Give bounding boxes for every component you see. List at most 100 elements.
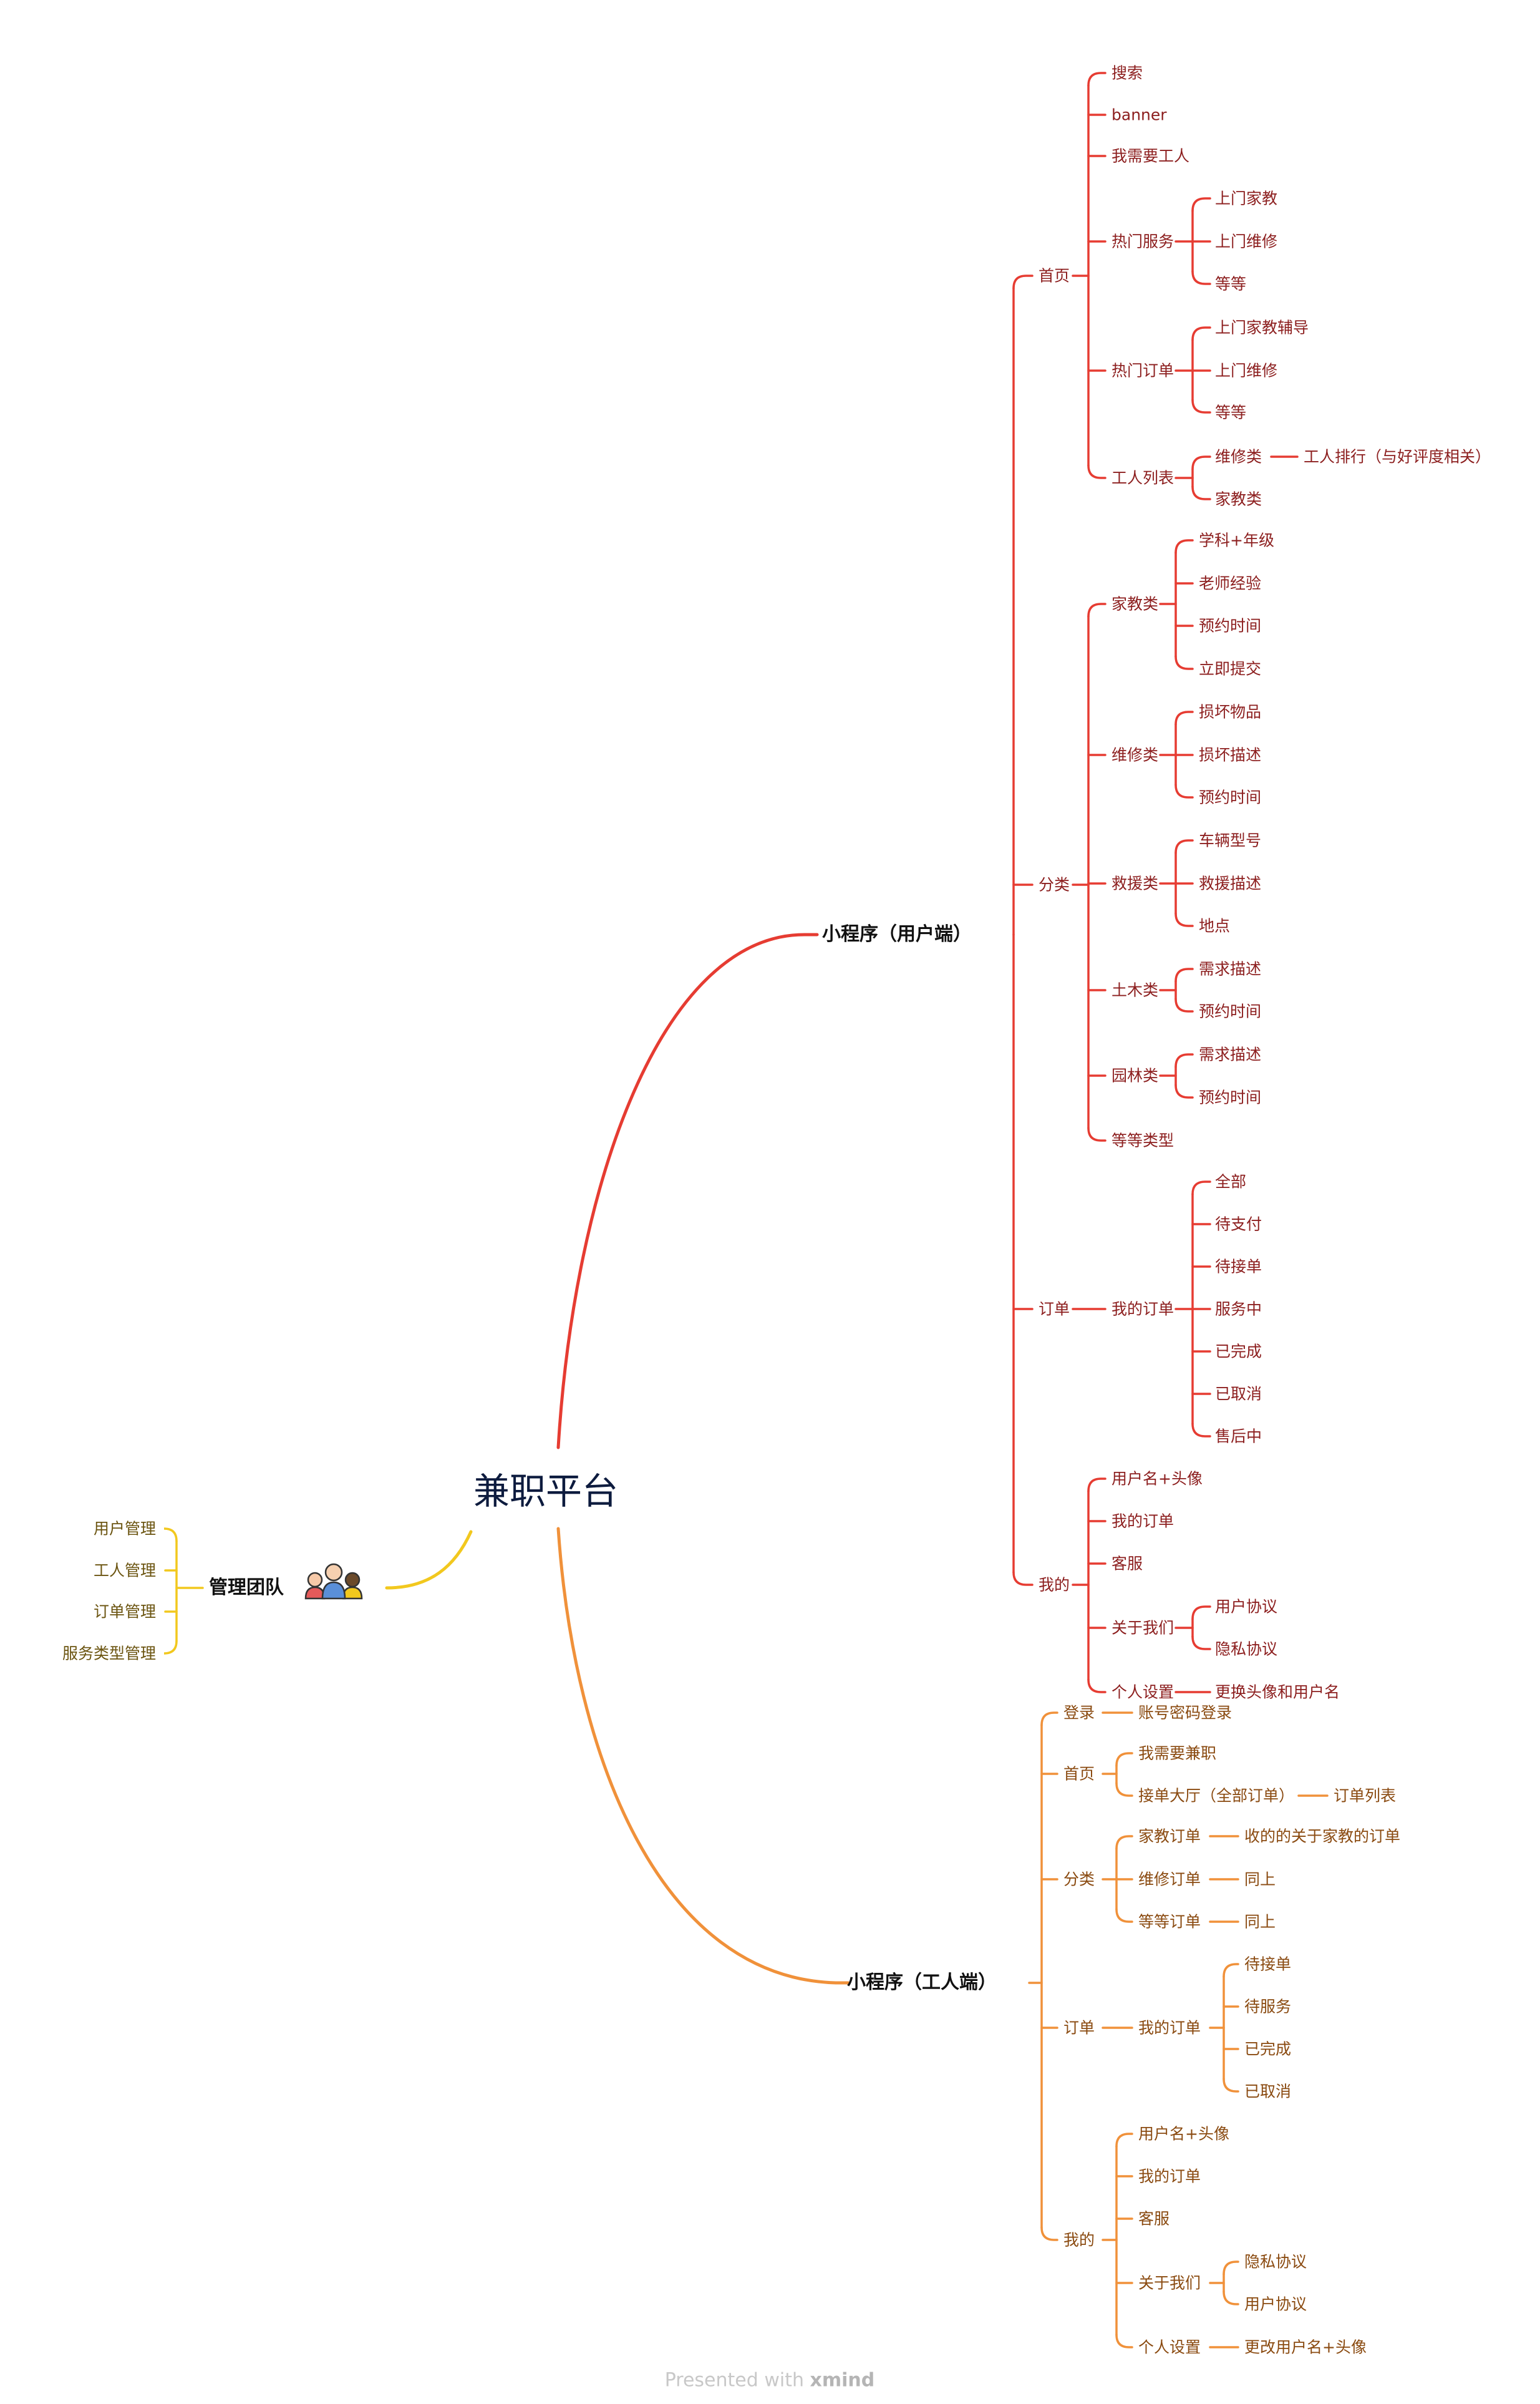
category-tutor: 家教类 [1111,595,1159,613]
branch-link [1191,1180,1211,1195]
login-detail: 账号密码登录 [1138,1703,1232,1722]
worker-order-status: 待接单 [1244,1955,1292,1973]
branch-link [1115,1752,1133,1767]
mine-username-avatar: 用户名+头像 [1111,1469,1203,1488]
hot-service-item: 等等 [1215,275,1247,293]
civil-field: 需求描述 [1199,960,1262,978]
mine-about: 关于我们 [1111,1618,1174,1637]
home-search: 搜索 [1111,64,1143,82]
home-banner: banner [1111,105,1167,124]
branch-link [1040,1711,1058,1726]
branch-user-app: 小程序（用户端） [822,923,972,945]
branch-link [1087,464,1107,479]
branch-link [1115,2133,1133,2148]
branch-link [1191,455,1211,470]
worker-order-status: 待服务 [1244,1997,1292,2016]
worker-my-orders: 我的订单 [1138,2018,1201,2037]
branch-link [1223,2078,1239,2093]
tutor-field: 立即提交 [1199,659,1262,678]
branch-link [163,1640,178,1655]
footer-prefix: Presented with [664,2369,804,2392]
root-topic: 兼职平台 [473,1470,619,1512]
tutor-field: 预约时间 [1199,616,1262,635]
user-home: 首页 [1039,266,1070,285]
rescue-field: 车辆型号 [1199,831,1262,850]
category-repair: 维修类 [1111,746,1159,764]
worker-category-item: 家教订单 [1138,1827,1201,1846]
hot-service-item: 上门维修 [1215,232,1278,251]
worker-home: 首页 [1063,1764,1095,1783]
garden-field: 预约时间 [1199,1088,1262,1107]
tutor-field: 学科+年级 [1199,531,1274,550]
branch-link [1191,1635,1211,1650]
branch-link [1040,2226,1058,2241]
branch-link [1191,270,1211,285]
branch-link [1087,603,1107,618]
worker-category-detail: 收的的关于家教的订单 [1244,1827,1401,1846]
admin-item: 用户管理 [93,1519,156,1538]
worker-category-item: 维修订单 [1138,1870,1201,1889]
branch-link [1087,72,1107,87]
branch-link [1223,1963,1239,1978]
hot-service-item: 上门家教 [1215,189,1278,208]
about-item: 隐私协议 [1215,1640,1278,1658]
order-status-tab: 待接单 [1215,1257,1262,1276]
branch-link [1223,2290,1239,2305]
mine-settings: 个人设置 [1111,1683,1174,1701]
home-hot-orders: 热门订单 [1111,361,1174,380]
garden-field: 需求描述 [1199,1045,1262,1064]
user-mine: 我的 [1039,1575,1070,1594]
curve-root-to-user [556,933,819,1449]
user-category: 分类 [1039,875,1070,894]
user-orders: 订单 [1039,1300,1070,1318]
order-status-tab: 待支付 [1215,1215,1262,1234]
team-people-icon [304,1563,363,1600]
branch-link [1191,197,1211,212]
hot-order-item: 上门家教辅导 [1215,318,1309,337]
branch-link [1174,539,1194,554]
worker-login: 登录 [1063,1703,1095,1722]
repair-field: 损坏描述 [1199,746,1262,764]
branch-link [1115,1835,1133,1850]
repair-field: 预约时间 [1199,788,1262,807]
order-status-tab: 已完成 [1215,1342,1262,1361]
footer-brand: xmind [810,2369,875,2392]
worker-mine-orders: 我的订单 [1138,2167,1201,2186]
branch-link [1012,275,1034,290]
mine-service: 客服 [1111,1554,1143,1573]
worker-about-item: 隐私协议 [1244,2252,1307,2271]
admin-item: 工人管理 [93,1561,156,1580]
branch-link [1191,399,1211,414]
order-status-tab: 售后中 [1215,1427,1262,1446]
hot-order-item: 等等 [1215,403,1247,422]
worker-order-status: 已完成 [1244,2040,1292,2058]
worker-mine: 我的 [1063,2231,1095,2249]
branch-link [163,1527,178,1542]
worker-category-detail: 同上 [1244,1912,1276,1931]
worker-settings-detail: 更改用户名+头像 [1244,2338,1367,2357]
admin-item: 服务类型管理 [62,1644,156,1663]
order-status-tab: 已取消 [1215,1384,1262,1403]
branch-link [1087,1477,1107,1492]
branch-link [1191,485,1211,500]
branch-link [1174,1084,1194,1099]
worker-about-item: 用户协议 [1244,2295,1307,2314]
admin-item: 订单管理 [93,1602,156,1621]
order-list: 订单列表 [1334,1786,1397,1805]
branch-link [1174,1053,1194,1068]
footer-credit: Presented with xmind [665,2370,875,2392]
worker-about: 关于我们 [1138,2274,1201,2292]
worker-order-hall: 接单大厅（全部订单） [1138,1786,1295,1805]
order-status-tab: 服务中 [1215,1300,1262,1318]
home-need-worker: 我需要工人 [1111,147,1190,165]
category-civil: 土木类 [1111,981,1159,1000]
mine-my-orders: 我的订单 [1111,1512,1174,1530]
worker-category: 分类 [1063,1870,1095,1889]
branch-link [1087,1127,1107,1142]
worker-order-status: 已取消 [1244,2082,1292,2101]
curve-root-to-worker [556,1527,850,1985]
worker-service: 客服 [1138,2209,1170,2228]
category-garden: 园林类 [1111,1066,1159,1085]
